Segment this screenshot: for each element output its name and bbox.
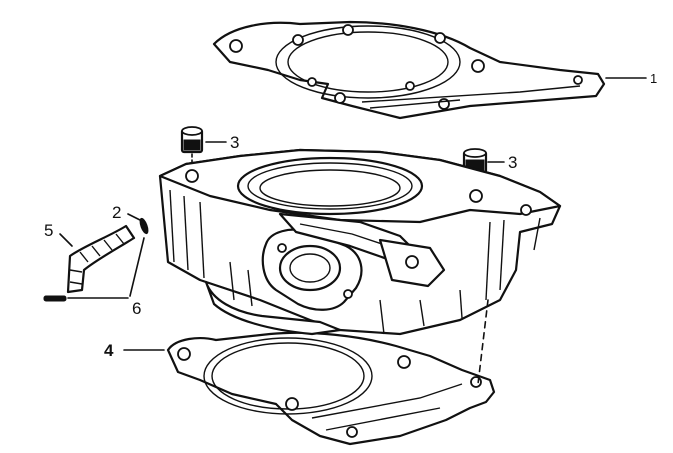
callout-3-right: 3 bbox=[508, 153, 517, 172]
callout-4: 4 bbox=[104, 341, 114, 360]
callout-2: 2 bbox=[112, 203, 121, 222]
cylinder-block bbox=[158, 148, 562, 336]
callout-1: 1 bbox=[650, 71, 657, 86]
head-gasket bbox=[212, 20, 606, 120]
leader-line-2b bbox=[129, 237, 145, 297]
o-ring-upper bbox=[139, 217, 149, 235]
callout-3-left: 3 bbox=[230, 133, 239, 152]
leader-line-2 bbox=[127, 213, 141, 221]
base-gasket bbox=[166, 331, 496, 446]
callout-6: 6 bbox=[132, 299, 141, 318]
leader-line-5 bbox=[59, 233, 73, 247]
dowel-pin-left bbox=[180, 126, 204, 171]
callout-5: 5 bbox=[44, 221, 53, 240]
o-ring-lower bbox=[43, 295, 67, 302]
alignment-line bbox=[477, 299, 489, 385]
oil-hose bbox=[66, 224, 136, 294]
